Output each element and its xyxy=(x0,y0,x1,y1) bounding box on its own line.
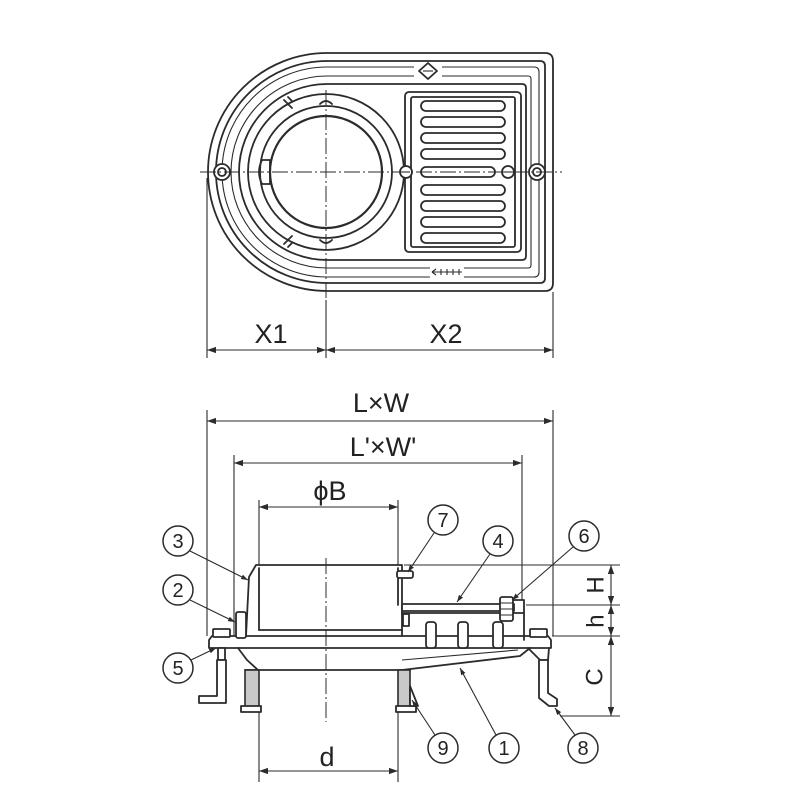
bolt-head-right xyxy=(529,628,548,638)
anchor-right xyxy=(538,659,558,707)
callout-5-label: 5 xyxy=(172,658,183,680)
plan-groove-outer xyxy=(221,66,540,278)
callout-6-leader xyxy=(511,546,574,601)
callout-8-leader xyxy=(554,707,576,736)
lower-height-label: C xyxy=(581,668,608,685)
plan-recess-outline xyxy=(238,83,527,261)
callout-9-label: 9 xyxy=(437,738,448,760)
lw-inner-label: L'×W' xyxy=(350,432,417,462)
body-bowl-left xyxy=(237,647,259,671)
callout-6-circle xyxy=(568,520,600,552)
callout-4-circle xyxy=(482,525,514,557)
callout-1: 1 xyxy=(459,667,520,764)
section-view: L×W L'×W' ϕB d H h C xyxy=(162,388,620,782)
callout-3-label: 3 xyxy=(172,531,183,553)
grate-slot xyxy=(420,184,506,196)
maker-mark-icon xyxy=(431,268,462,276)
callout-1-label: 1 xyxy=(498,738,509,760)
grate-peg xyxy=(457,621,469,649)
plan-rim-outline xyxy=(215,60,546,284)
body-bowl-right-line xyxy=(401,649,519,661)
callout-7-circle xyxy=(427,504,459,536)
grate-fixing-left xyxy=(402,613,410,627)
callout-8: 8 xyxy=(554,707,599,764)
grate-slot xyxy=(420,116,506,128)
anchor-left xyxy=(198,659,227,704)
grate-peg xyxy=(492,621,504,649)
upper-height-label: H xyxy=(582,576,609,593)
callout-5: 5 xyxy=(162,647,217,684)
callout-6-label: 6 xyxy=(578,526,589,548)
grate-slot xyxy=(420,200,506,212)
callout-3: 3 xyxy=(162,525,249,581)
right-rim xyxy=(527,647,550,661)
callout-7-leader xyxy=(407,532,435,573)
pin xyxy=(396,570,414,579)
callout-2-circle xyxy=(162,574,194,606)
grate-right-lip xyxy=(513,599,525,641)
plan-groove-inner xyxy=(230,75,532,269)
plan-ring-lug-left xyxy=(258,159,271,185)
grate-peg xyxy=(425,621,437,649)
callout-2-leader xyxy=(189,599,236,623)
body-outer-wall xyxy=(245,564,403,637)
gasket-left xyxy=(235,611,247,639)
outlet-wall-left xyxy=(244,669,260,709)
callout-6: 6 xyxy=(511,520,600,601)
callout-4-label: 4 xyxy=(492,531,503,553)
outlet-wall-right xyxy=(397,669,411,709)
bore-label: ϕB xyxy=(313,476,346,506)
callout-4-leader xyxy=(456,553,491,603)
outlet-lip-left xyxy=(240,705,262,713)
callout-3-circle xyxy=(162,525,194,557)
callout-8-circle xyxy=(567,732,599,764)
callout-5-leader xyxy=(190,647,217,661)
callout-2: 2 xyxy=(162,574,236,623)
plan-bolt-mark-upper xyxy=(283,96,293,109)
screw-icon xyxy=(213,163,231,181)
middle-height-label: h xyxy=(582,614,609,627)
callout-2-label: 2 xyxy=(172,580,183,602)
callout-7: 7 xyxy=(407,504,459,573)
grate-bolt-thread xyxy=(500,602,513,616)
drain-body xyxy=(198,564,558,713)
plan-view: X1 X2 xyxy=(200,52,562,358)
grate-top xyxy=(401,603,515,612)
outlet-label: d xyxy=(319,742,334,772)
callout-9: 9 xyxy=(411,699,459,764)
grate-slot xyxy=(420,100,506,112)
grate-slot xyxy=(420,148,506,160)
grate-slot xyxy=(420,132,506,144)
plan-bolt-mark-lower xyxy=(283,235,293,248)
callout-3-leader xyxy=(189,550,249,581)
callout-9-leader xyxy=(411,699,436,736)
callout-8-label: 8 xyxy=(577,738,588,760)
callout-5-circle xyxy=(162,652,194,684)
outlet-lip-right xyxy=(395,705,417,713)
callout-1-circle xyxy=(488,732,520,764)
x2-label: X2 xyxy=(429,319,462,349)
x1-label: X1 xyxy=(254,319,287,349)
grate-slot xyxy=(420,232,506,244)
bolt-head-left xyxy=(212,628,231,638)
body-bowl-sloped-bottom xyxy=(401,647,531,671)
callout-4: 4 xyxy=(456,525,514,603)
grate-slot xyxy=(420,216,506,228)
callout-9-circle xyxy=(427,732,459,764)
callout-7-label: 7 xyxy=(437,510,448,532)
bolt-shank-left xyxy=(217,647,226,661)
callout-1-leader xyxy=(459,667,497,736)
lw-label: L×W xyxy=(353,388,410,418)
